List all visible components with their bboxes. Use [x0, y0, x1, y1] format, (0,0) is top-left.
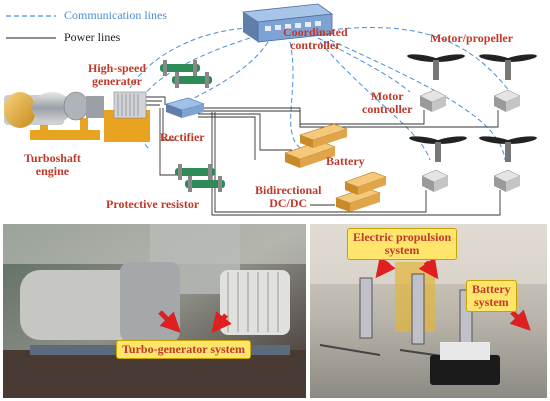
power-lines — [143, 96, 501, 216]
motor-propeller-icons — [407, 54, 537, 162]
coordinated-controller-icon — [241, 3, 334, 43]
battery-label: Battery — [326, 154, 365, 168]
turboshaft-engine-icon — [4, 91, 104, 140]
communication-lines — [129, 27, 511, 161]
battery-icon — [284, 123, 348, 168]
legend-power-label: Power lines — [64, 30, 121, 44]
turbo-generator-system-label: Turbo-generator system — [116, 340, 251, 359]
protective-resistor-icons — [160, 60, 225, 192]
rectifier-icon — [165, 97, 205, 118]
protective-resistor-label: Protective resistor — [106, 197, 200, 211]
legend-communication-label: Communication lines — [64, 8, 167, 22]
high-speed-generator-icon — [104, 91, 150, 142]
bidirectional-dcdc-icon — [335, 171, 387, 212]
turbo-generator-photo — [3, 224, 306, 398]
motor-controller-icons — [419, 89, 521, 192]
rectifier-label: Rectifier — [160, 130, 205, 144]
motor-propeller-label: Motor/propeller — [430, 31, 514, 45]
